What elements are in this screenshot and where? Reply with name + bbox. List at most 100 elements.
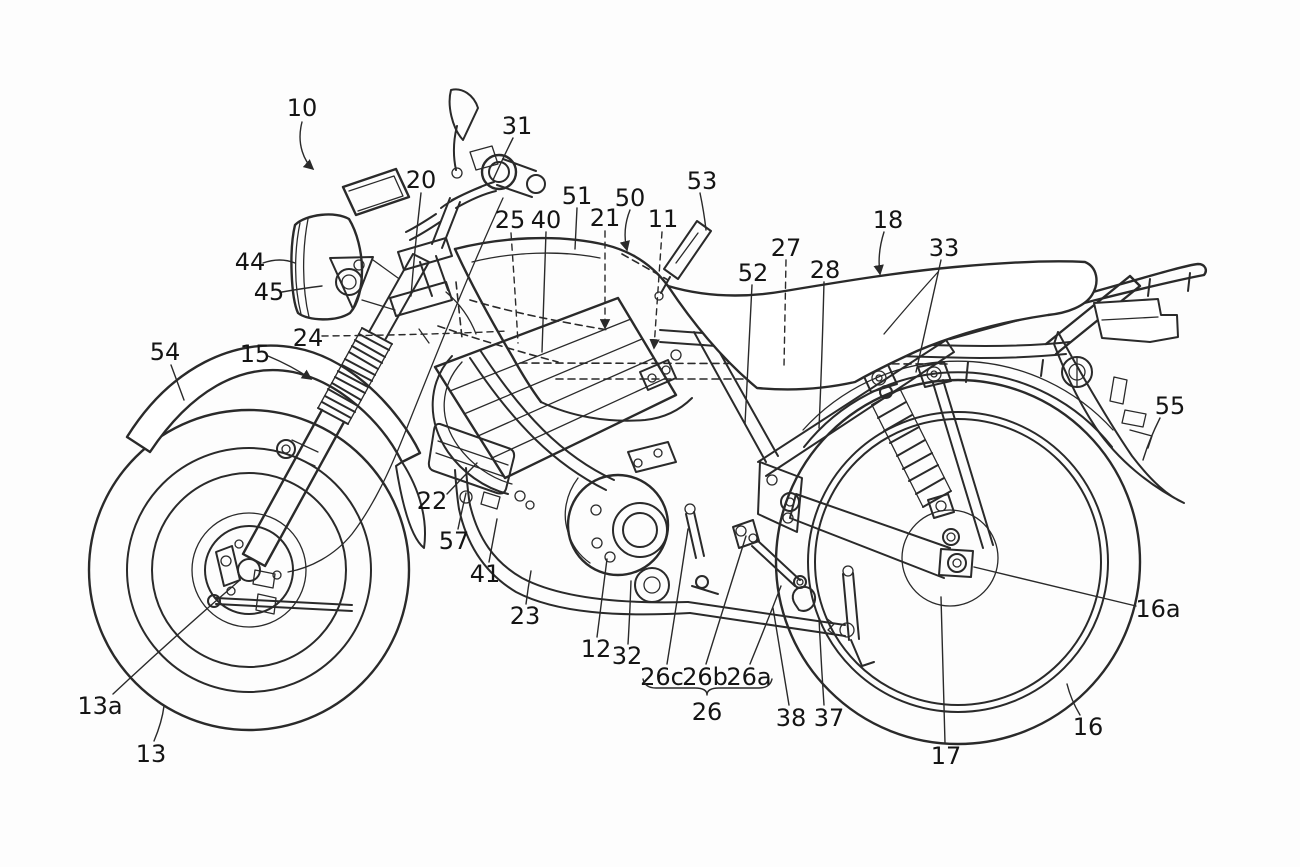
label-22-text: 22 xyxy=(417,487,448,515)
label-50-leader-line xyxy=(619,209,631,252)
label-13a-text: 13a xyxy=(77,692,122,720)
label-22-leader-line xyxy=(446,462,478,495)
label-37-leader-line xyxy=(818,617,825,706)
seat-seam xyxy=(883,271,939,335)
label-16a: 16a xyxy=(973,566,1181,623)
front-rim xyxy=(151,472,347,668)
throttle-grip xyxy=(440,145,546,209)
label-57-text: 57 xyxy=(439,527,470,555)
tail-body xyxy=(1061,298,1179,449)
handlebar-riser xyxy=(431,197,461,249)
rear-suspension-frame xyxy=(659,327,1071,579)
label-33-leader-line xyxy=(915,259,942,373)
label-41-text: 41 xyxy=(470,560,501,588)
label-10-text: 10 xyxy=(287,94,318,122)
label-53: 53 xyxy=(687,167,717,231)
label-26-text: 26 xyxy=(692,698,723,726)
label-40-text: 40 xyxy=(531,206,562,234)
rear-tire-outer xyxy=(774,378,1142,746)
cover-front-edge xyxy=(453,247,543,404)
shock-clevis xyxy=(927,493,955,519)
label-26a-leader-line xyxy=(749,585,782,665)
mirror-stalk xyxy=(452,125,458,171)
label-45: 45 xyxy=(254,278,323,306)
fork-bellows xyxy=(317,327,393,425)
front-brake-drum xyxy=(204,525,294,615)
carrier-cross-tube xyxy=(469,349,615,491)
label-22: 22 xyxy=(417,462,478,515)
label-26c: 26c xyxy=(640,528,689,691)
label-16: 16 xyxy=(1066,683,1104,741)
label-40-leader-line xyxy=(541,231,547,353)
label-33: 33 xyxy=(915,234,960,373)
mirror-head xyxy=(448,88,479,141)
label-17: 17 xyxy=(931,596,962,770)
label-55-text: 55 xyxy=(1155,392,1186,420)
label-26c-text: 26c xyxy=(640,663,684,691)
lower-frame xyxy=(454,467,875,667)
label-20-leader-line xyxy=(410,192,422,297)
label-20: 20 xyxy=(406,166,436,297)
label-55-leader-line xyxy=(1142,417,1161,461)
label-26a-text: 26a xyxy=(726,663,771,691)
rear-down-stay xyxy=(932,379,994,549)
brake-cable xyxy=(287,197,504,573)
rear-fender xyxy=(1053,331,1185,504)
headlight xyxy=(290,213,399,321)
label-21: 21 xyxy=(590,204,621,330)
rear-hub-drum xyxy=(901,509,999,607)
label-24: 24 xyxy=(293,324,509,352)
label-32-leader-line xyxy=(627,580,632,645)
label-26a: 26a xyxy=(726,585,782,691)
label-37: 37 xyxy=(814,617,845,732)
label-26b-leader-line xyxy=(705,535,747,665)
label-50-text: 50 xyxy=(615,184,646,212)
pedal-linkage xyxy=(684,503,807,595)
rear-axle-plate xyxy=(938,548,974,578)
label-23-text: 23 xyxy=(510,602,541,630)
box-upper-bracket xyxy=(639,359,677,391)
body-cover xyxy=(453,236,693,422)
rear-reflector xyxy=(1061,356,1093,388)
front-wheel xyxy=(87,408,411,732)
label-26b-text: 26b xyxy=(682,663,728,691)
label-41: 41 xyxy=(470,518,501,588)
label-28: 28 xyxy=(810,256,840,429)
rear-rim xyxy=(814,418,1102,706)
label-44: 44 xyxy=(235,248,296,276)
front-fork xyxy=(241,253,430,568)
rear-tire-inner xyxy=(807,411,1109,713)
top-bridge xyxy=(397,237,453,271)
label-13-leader-line xyxy=(153,705,165,742)
label-18: 18 xyxy=(873,206,903,276)
label-55: 55 xyxy=(1142,392,1186,461)
label-24-leader-line xyxy=(321,330,509,337)
label-25: 25 xyxy=(495,206,525,344)
motor-case xyxy=(566,473,670,577)
label-27-text: 27 xyxy=(771,234,802,262)
label-33-text: 33 xyxy=(929,234,960,262)
motor-mount-bracket xyxy=(627,441,677,473)
label-26: 26 xyxy=(642,678,773,726)
fork-slider xyxy=(241,408,346,568)
label-21-text: 21 xyxy=(590,204,621,232)
shock-spring xyxy=(871,388,952,508)
label-38-leader-line xyxy=(772,607,790,706)
label-11: 11 xyxy=(648,205,678,350)
cradle-tube xyxy=(458,504,691,616)
label-15-leader-line xyxy=(267,355,313,380)
label-16-text: 16 xyxy=(1073,713,1104,741)
instrument-panel xyxy=(341,167,411,217)
label-37-text: 37 xyxy=(814,704,845,732)
label-45-leader-line xyxy=(281,285,323,293)
label-31: 31 xyxy=(492,112,532,181)
label-51-text: 51 xyxy=(562,182,593,210)
carrier-hoop xyxy=(431,355,509,495)
swingarm-pivot xyxy=(780,492,800,512)
label-25-leader-line xyxy=(510,232,519,344)
label-50: 50 xyxy=(615,184,646,252)
label-15: 15 xyxy=(240,340,313,380)
label-17-text: 17 xyxy=(931,742,962,770)
